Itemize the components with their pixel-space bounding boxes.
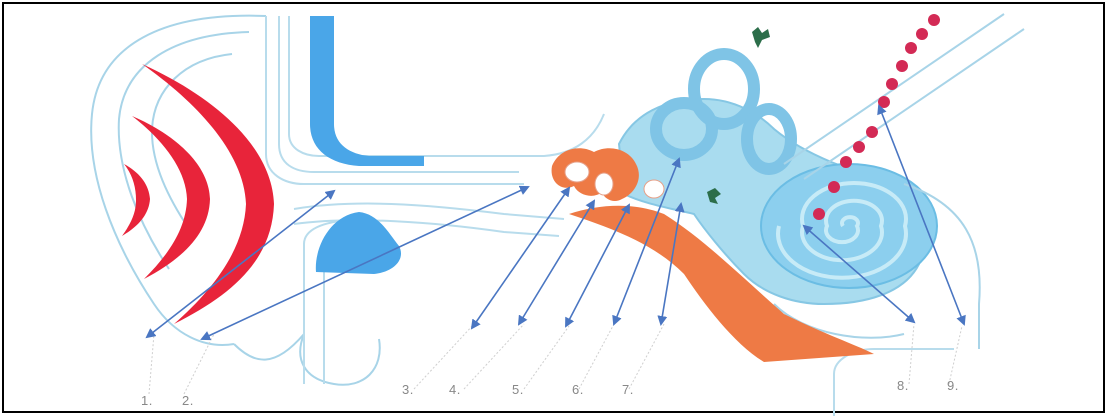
label-4: 4. [449, 382, 461, 397]
arrow-1 [147, 191, 334, 337]
arrow-3 [472, 188, 569, 328]
label-6: 6. [572, 382, 584, 397]
outer-ear-outline [91, 16, 380, 385]
label-9: 9. [947, 378, 959, 393]
label-2: 2. [182, 393, 194, 408]
label-8: 8. [897, 378, 909, 393]
label-1: 1. [141, 393, 153, 408]
sound-waves [122, 64, 274, 324]
label-7: 7. [622, 382, 634, 397]
green-mark-top [752, 27, 770, 48]
label-3: 3. [402, 382, 414, 397]
label-5: 5. [512, 382, 524, 397]
ear-anatomy-diagram [4, 4, 1109, 417]
arrow-4 [519, 201, 594, 324]
upper-canal-bar [310, 16, 424, 166]
cochlea [761, 164, 937, 288]
